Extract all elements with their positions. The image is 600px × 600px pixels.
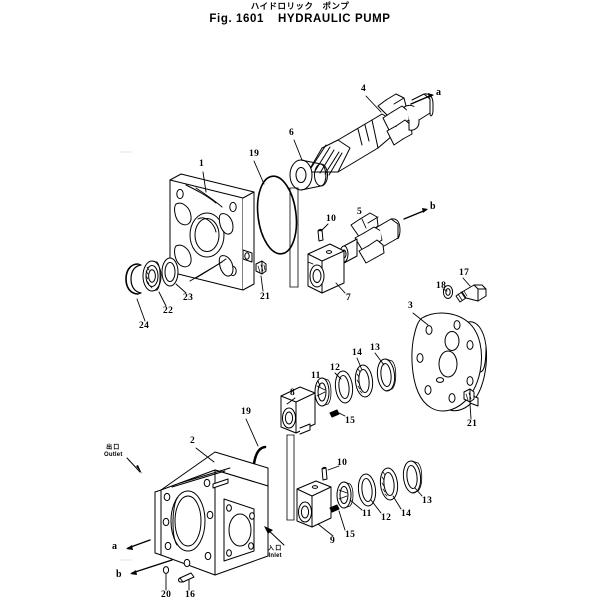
marker-a-lower: a — [112, 541, 118, 552]
reference-rod-upper — [289, 187, 299, 288]
callout-13-upper: 13 — [370, 343, 381, 353]
callout-23: 23 — [183, 293, 194, 303]
marker-b-lower: b — [116, 569, 122, 580]
part-24-snap-ring — [125, 263, 142, 295]
port-outlet-japanese: 出口 — [106, 444, 121, 451]
callout-17: 17 — [459, 268, 470, 278]
callout-13-lower: 13 — [422, 496, 433, 506]
part-2-pump-body — [126, 451, 285, 576]
callout-6: 6 — [289, 128, 295, 138]
callout-12-upper: 12 — [330, 363, 341, 373]
part-3-rear-cover-plate — [411, 312, 487, 412]
part-20-plug — [162, 566, 170, 574]
port-inlet-english: Inlet — [268, 552, 282, 559]
part-12-seal-ring-upper — [334, 370, 354, 404]
part-15-pin-lower — [329, 504, 340, 513]
part-13-backup-ring-lower — [402, 460, 423, 494]
callout-9: 9 — [330, 536, 336, 546]
callout-2: 2 — [190, 436, 196, 446]
figure-number: Fig. 1601 — [209, 13, 265, 25]
callout-22: 22 — [163, 306, 174, 316]
part-10-dowel-pin-lower — [321, 466, 328, 481]
callout-14-upper: 14 — [352, 348, 363, 358]
part-10-dowel-pin-upper — [317, 228, 324, 242]
callout-19-lower: 19 — [241, 407, 252, 417]
callout-5: 5 — [357, 207, 363, 217]
callout-21-front: 21 — [260, 292, 271, 302]
part-21-screw-rear — [463, 388, 475, 403]
callout-11-lower: 11 — [362, 509, 372, 519]
callout-20: 20 — [161, 590, 172, 600]
part-19-o-ring-upper — [256, 175, 298, 255]
callout-21-rear: 21 — [467, 419, 478, 429]
callout-11-upper: 11 — [311, 371, 321, 381]
callout-3: 3 — [408, 301, 414, 311]
callout-14-lower: 14 — [401, 509, 412, 519]
leader-lines — [136, 95, 472, 591]
figure-title-english-row: Fig. 1601 HYDRAULIC PUMP — [0, 12, 600, 26]
part-7-bearing-block — [307, 243, 345, 294]
callout-19-upper: 19 — [249, 149, 260, 159]
marker-b-upper: b — [430, 201, 436, 212]
port-label-outlet: 出口 Outlet — [104, 444, 123, 459]
part-17-hex-bolt — [455, 284, 487, 303]
part-8-bearing-block — [280, 386, 316, 435]
port-outlet-english: Outlet — [104, 451, 123, 458]
callout-1: 1 — [199, 159, 205, 169]
figure-title-english: HYDRAULIC PUMP — [278, 13, 391, 25]
callout-10-upper: 10 — [326, 214, 337, 224]
part-5-driven-gear-shaft — [339, 208, 428, 264]
reference-rod-lower — [286, 434, 295, 521]
callout-7: 7 — [346, 293, 352, 303]
part-14-seal-ring-lower — [379, 467, 399, 501]
part-13-backup-ring-upper — [376, 358, 397, 392]
callout-18: 18 — [436, 281, 447, 291]
callout-16: 16 — [185, 590, 196, 600]
marker-a-upper: a — [436, 87, 442, 98]
part-14-seal-ring-upper — [354, 364, 374, 398]
port-label-inlet: 入口 Inlet — [268, 545, 282, 560]
registration-marks — [119, 151, 133, 561]
callout-10-lower: 10 — [337, 458, 348, 468]
callout-15-lower: 15 — [345, 530, 356, 540]
part-9-bearing-block — [296, 480, 332, 528]
figure-title-block: ハイドロリック ポンプ Fig. 1601 HYDRAULIC PUMP — [0, 2, 600, 26]
port-inlet-japanese: 入口 — [268, 545, 283, 552]
callout-24: 24 — [139, 321, 150, 331]
figure-title-japanese: ハイドロリック ポンプ — [250, 2, 350, 12]
part-22-oil-seal — [142, 260, 162, 292]
part-11-spacer-ring-lower — [336, 481, 354, 509]
part-18-washer — [442, 285, 454, 299]
callout-8: 8 — [290, 388, 296, 398]
part-6-bushing — [289, 159, 328, 191]
part-1-front-cover-plate — [169, 173, 255, 291]
part-12-seal-ring-lower — [357, 473, 377, 507]
part-23-backup-washer — [161, 257, 179, 287]
part-16-pin — [178, 572, 195, 583]
part-15-pin-upper — [329, 409, 340, 418]
part-11-spacer-ring-upper — [314, 377, 332, 407]
callout-12-lower: 12 — [381, 513, 392, 523]
part-21-screw-front — [255, 260, 267, 275]
callout-4: 4 — [361, 84, 367, 94]
callout-15-upper: 15 — [345, 416, 356, 426]
part-4-drive-gear-shaft — [307, 93, 434, 176]
